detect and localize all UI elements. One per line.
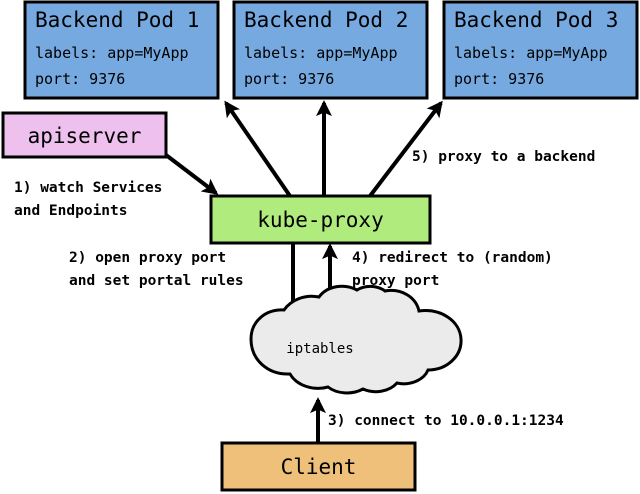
pod3-labels-line: labels: app=MyApp [454, 44, 608, 62]
step-label-1: 1) watch Services and Endpoints [14, 180, 162, 219]
connector-kubeproxy-to-pod3 [368, 100, 443, 198]
pod3-title: Backend Pod 3 [454, 8, 618, 32]
kubeproxy-title: kube-proxy [257, 208, 383, 232]
step1-line1: 1) watch Services [14, 180, 162, 196]
node-kube-proxy[interactable]: kube-proxy [209, 194, 432, 245]
iptables-label: iptables [286, 341, 353, 357]
step-label-5: 5) proxy to a backend [412, 149, 595, 165]
pod2-port-line: port: 9376 [244, 70, 334, 88]
step-label-3: 3) connect to 10.0.0.1:1234 [328, 413, 564, 429]
node-backend-pod-2[interactable]: Backend Pod 2 labels: app=MyApp port: 93… [232, 0, 429, 100]
step4-line1: 4) redirect to (random) [352, 250, 553, 266]
pod2-box [232, 0, 429, 100]
node-apiserver[interactable]: apiserver [1, 111, 168, 159]
node-iptables-cloud[interactable]: iptables [249, 284, 463, 395]
step5-line1: 5) proxy to a backend [412, 149, 595, 165]
iptables-cloud-shape [249, 284, 463, 395]
pod1-box [23, 0, 220, 100]
client-box [220, 441, 417, 492]
step2-line2: and set portal rules [69, 273, 244, 289]
client-title: Client [281, 455, 357, 479]
pod2-labels-line: labels: app=MyApp [244, 44, 398, 62]
pod1-title: Backend Pod 1 [35, 8, 199, 32]
connector-apiserver-to-kubeproxy [164, 153, 219, 195]
pod2-title: Backend Pod 2 [244, 8, 408, 32]
pod1-labels-line: labels: app=MyApp [35, 44, 189, 62]
step3-line1: 3) connect to 10.0.0.1:1234 [328, 413, 564, 429]
step-label-2: 2) open proxy port and set portal rules [69, 250, 244, 289]
connector-kubeproxy-to-pod1 [224, 100, 292, 198]
apiserver-box [1, 111, 168, 159]
step2-line1: 2) open proxy port [69, 250, 226, 266]
pod1-port-line: port: 9376 [35, 70, 125, 88]
apiserver-title: apiserver [28, 124, 142, 148]
step4-line2: proxy port [352, 273, 439, 289]
node-client[interactable]: Client [220, 441, 417, 492]
node-backend-pod-1[interactable]: Backend Pod 1 labels: app=MyApp port: 93… [23, 0, 220, 100]
pod3-port-line: port: 9376 [454, 70, 544, 88]
step1-line2: and Endpoints [14, 203, 128, 219]
node-backend-pod-3[interactable]: Backend Pod 3 labels: app=MyApp port: 93… [442, 0, 639, 100]
pod3-box [442, 0, 639, 100]
kubeproxy-box [209, 194, 432, 245]
step-label-4: 4) redirect to (random) proxy port [352, 250, 553, 289]
